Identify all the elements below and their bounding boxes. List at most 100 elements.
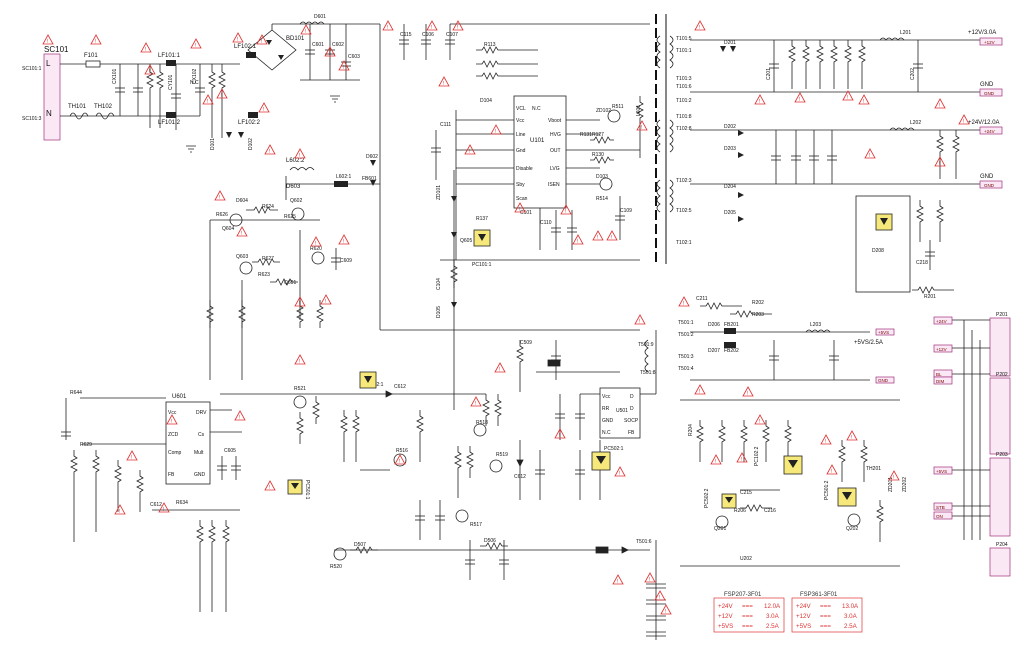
c102-label: C107 [446, 32, 458, 38]
warning-triangle-mark: ! [597, 235, 598, 241]
warning-triangle-mark: ! [343, 65, 344, 71]
lf102-1-label: LF102:1 [234, 44, 257, 50]
warning-triangle-mark: ! [261, 39, 262, 45]
tag-12v-text: +12V [984, 40, 995, 45]
lf102-2-label: LF102:2 [238, 120, 261, 126]
u101-pin-isen: ISEN [548, 182, 560, 188]
warning-triangle-mark: ! [639, 319, 640, 325]
r626-label: R627 [262, 256, 274, 262]
connector-p203 [989, 457, 1011, 537]
warning-triangle-icon [320, 294, 332, 305]
output-24v-label: +24V/12.0A [968, 120, 1000, 126]
warning-triangle-icon [612, 574, 624, 585]
lf101-1-label: LF101:1 [158, 53, 181, 59]
r625-label: R626 [216, 212, 228, 218]
u601-pin-mult: Mult [194, 450, 204, 456]
r125-label: R131 [580, 132, 592, 138]
warning-triangle-icon [258, 102, 270, 113]
q107-label: R517 [470, 522, 482, 528]
warning-triangle-mark: ! [559, 433, 560, 439]
warning-triangle-mark: ! [149, 69, 150, 75]
pc502-1-label: PC502:1 [604, 446, 624, 452]
warning-triangle-icon [294, 296, 306, 307]
output-12v-label: +12V/3.0A [968, 30, 996, 36]
spec1-title: FSP207-3F01 [724, 592, 762, 598]
warning-triangle-icon [636, 120, 648, 131]
t501-2-label: T501:2 [678, 332, 694, 338]
nc-label: N.C [190, 80, 199, 86]
spec1-box [713, 597, 785, 633]
t101-5-label: T101:5 [676, 36, 692, 42]
warning-triangle-icon [310, 236, 322, 247]
warning-triangle-mark: ! [893, 475, 894, 481]
tag-24v [979, 126, 1003, 135]
c611-label: C609 [340, 258, 352, 264]
warning-triangle-icon [294, 148, 306, 159]
u501-pin-nc: N.C [602, 430, 611, 436]
tag-p201-12v [933, 344, 953, 353]
u501-pin-fb: FB [628, 430, 635, 436]
u501-pin-d1: D [630, 394, 634, 400]
warning-triangle-icon [216, 88, 228, 99]
spec1-r1-v: +24V [718, 603, 733, 610]
tag-12v [979, 37, 1003, 46]
q501-label: R518 [476, 420, 488, 426]
spec1-r3-a: 2.5A [766, 623, 780, 630]
spec2-r1-v: +24V [796, 603, 811, 610]
d102-label: D102 [248, 138, 254, 150]
warning-triangle-icon [736, 452, 748, 463]
u101-pin-vcl: VCL [516, 106, 526, 112]
t501-4-label: T501:4 [678, 366, 694, 372]
warning-triangle-icon [234, 410, 246, 421]
warning-triangle-icon [158, 502, 170, 513]
warning-triangle-mark: ! [649, 577, 650, 583]
r124-label: R130 [592, 152, 604, 158]
warning-triangle-icon [90, 34, 102, 45]
warning-triangle-mark: ! [847, 95, 848, 101]
fb201-bead [724, 328, 736, 334]
warning-triangle-icon [864, 148, 876, 159]
sc101-pin-n: N [46, 109, 52, 118]
th102-label: TH102 [94, 104, 113, 110]
warning-triangle-mark: ! [851, 435, 852, 441]
warning-triangle-mark: ! [163, 507, 164, 513]
warning-triangle-icon [438, 76, 450, 87]
pfc-section: L602:2 D603 L602:1 D602 FB601 [61, 154, 380, 612]
sc101-pin-l: L [46, 59, 51, 68]
r624-label: R625 [284, 214, 296, 220]
warning-triangle-icon [820, 434, 832, 445]
pc101-label: PC101:1 [472, 262, 492, 268]
u601-pin-cs: Cs [198, 432, 205, 438]
warning-triangle-mark: ! [263, 107, 264, 113]
ic-u501 [599, 387, 641, 439]
warning-triangle-mark: ! [641, 125, 642, 131]
warning-triangle-mark: ! [759, 99, 760, 105]
t501-8-label: T501:8 [640, 370, 656, 376]
warning-triangle-mark: ! [939, 161, 940, 167]
r627-label: Q601 [284, 280, 296, 286]
output-connectors: P201 P202 P203 P204 +24V +12V BL DIM +5V… [933, 312, 1011, 577]
lf102-core-2 [248, 112, 258, 118]
u101-pin-nc: N.C [532, 106, 541, 112]
r636-label: R634 [176, 500, 188, 506]
r221-label: R204 [688, 424, 694, 436]
zd102-symbol [451, 196, 457, 202]
output-gnd1-label: GND [980, 82, 994, 88]
tag-gnd1-text: GND [984, 91, 995, 96]
tag-24v-text: +24V [984, 129, 995, 134]
warning-triangle-icon [190, 38, 202, 49]
t501-1-label: T501:1 [678, 320, 694, 326]
c110-label: C115 [400, 32, 412, 38]
warning-triangle-icon [958, 114, 970, 125]
tag-gnd1 [979, 88, 1003, 97]
r527-label: D506 [484, 538, 496, 544]
r623-label: R624 [262, 204, 274, 210]
warning-triangle-mark: ! [131, 455, 132, 461]
r528-label: D507 [354, 542, 366, 548]
warning-triangle-mark: ! [145, 47, 146, 53]
p202-label: P202 [996, 372, 1008, 378]
warning-triangle-mark: ! [325, 299, 326, 305]
spec2-r3-v: +5VS [796, 623, 811, 630]
warning-triangle-mark: ! [299, 153, 300, 159]
tag-p201-dim [933, 376, 953, 385]
